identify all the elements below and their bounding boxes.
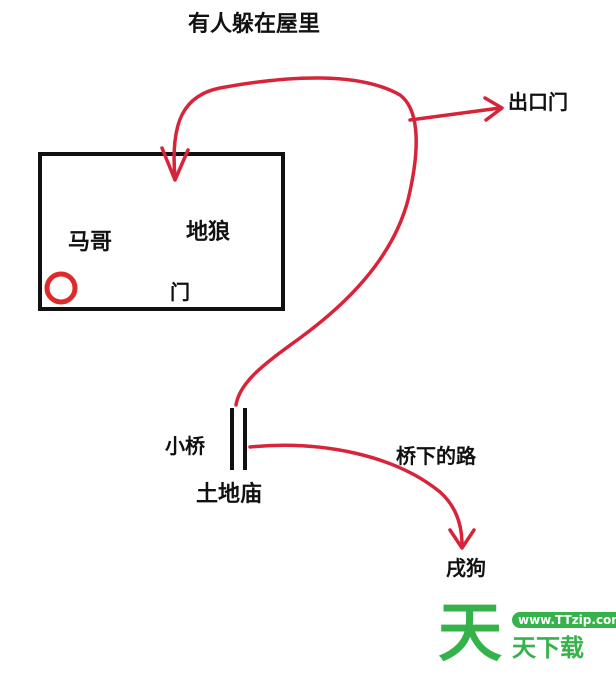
label-mage: 马哥 xyxy=(68,230,113,255)
route-path-under-bridge xyxy=(248,443,464,547)
label-under-bridge-road: 桥下的路 xyxy=(396,444,476,468)
circle-marker-icon xyxy=(44,271,78,305)
label-temple: 土地庙 xyxy=(196,482,263,507)
arrow-head-exit xyxy=(483,96,504,122)
arrow-head-dog xyxy=(448,528,476,550)
label-dog: 戌狗 xyxy=(446,556,486,580)
label-door: 门 xyxy=(170,280,190,304)
label-wolf: 地狼 xyxy=(186,220,231,245)
diagram-title: 有人躲在屋里 xyxy=(188,12,321,37)
arrow-head-house xyxy=(160,146,190,182)
watermark-text: 天下载 xyxy=(512,634,584,662)
bridge-lines-icon xyxy=(230,408,247,470)
label-exit-door: 出口门 xyxy=(508,90,568,114)
watermark-url: www.TTzip.com xyxy=(512,612,616,628)
watermark: 天 www.TTzip.com 天下载 xyxy=(428,597,616,672)
label-bridge: 小桥 xyxy=(165,434,205,458)
house-outline xyxy=(38,152,285,311)
route-path-exit xyxy=(408,106,502,122)
watermark-logo-icon: 天 xyxy=(438,597,502,671)
route-path-main xyxy=(172,76,418,407)
